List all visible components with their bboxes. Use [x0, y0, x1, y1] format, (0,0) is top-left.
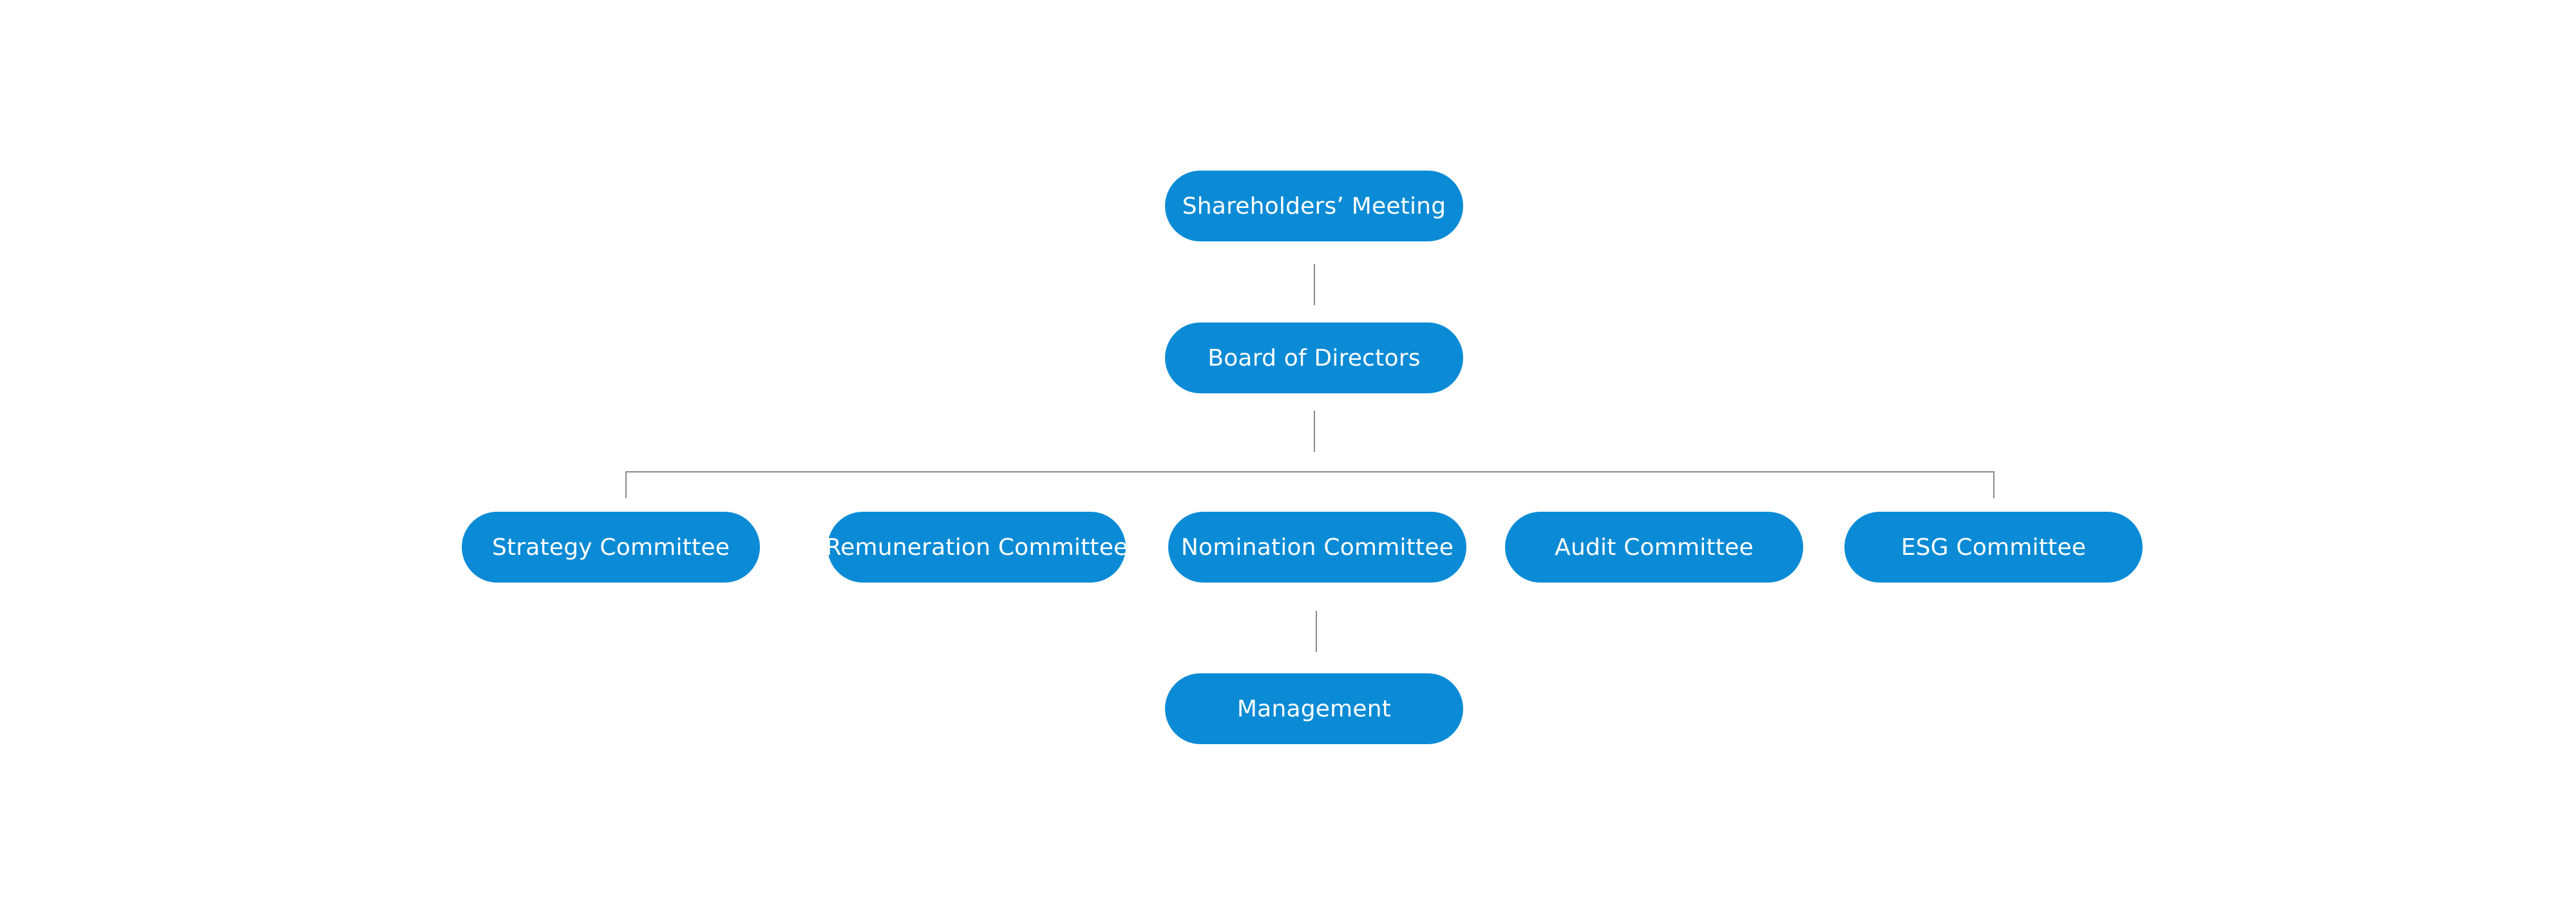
esg-committee-node[interactable]: ESG Committee: [1844, 512, 2143, 583]
remuneration-committee-node[interactable]: Remuneration Committee: [826, 512, 1128, 583]
nomination-committee-node[interactable]: Nomination Committee: [1168, 512, 1466, 583]
connector-board-to-committees: [1314, 411, 1315, 452]
strategy-committee-node[interactable]: Strategy Committee: [462, 512, 760, 583]
connector-branch-strategy: [625, 471, 627, 498]
shareholders-meeting-node[interactable]: Shareholders’ Meeting: [1165, 171, 1463, 241]
audit-committee-node[interactable]: Audit Committee: [1505, 512, 1803, 583]
management-node[interactable]: Management: [1165, 673, 1463, 744]
connector-nomination-to-management: [1316, 611, 1317, 652]
connector-shareholders-to-board: [1314, 264, 1315, 305]
committees-branch-line: [625, 471, 1994, 472]
connector-branch-esg: [1993, 471, 1994, 498]
board-of-directors-node[interactable]: Board of Directors: [1165, 323, 1463, 393]
